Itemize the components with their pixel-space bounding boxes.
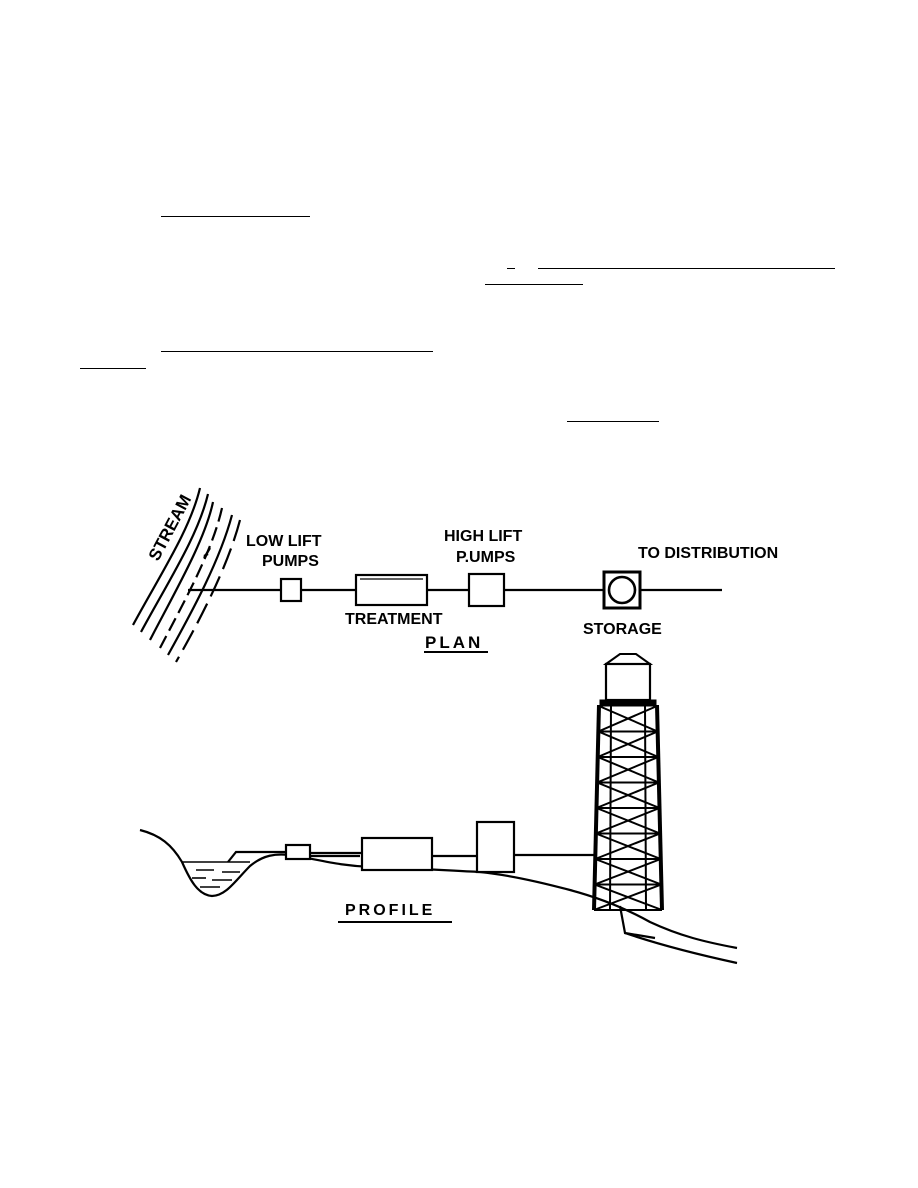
low-lift-pump-icon: [279, 577, 303, 603]
storage-label: STORAGE: [583, 621, 662, 638]
blank-rule-4: [485, 284, 583, 285]
treatment-plant-icon: [354, 573, 429, 607]
treatment-label: TREATMENT: [345, 611, 443, 628]
high-lift-building-icon: [475, 820, 516, 874]
blank-rule-3: [538, 268, 835, 269]
blank-rule-1: [161, 216, 310, 217]
blank-rule-6: [80, 368, 146, 369]
tower-brace: [593, 883, 662, 911]
low-lift-label-2: PUMPS: [262, 553, 319, 570]
plan-title: PLAN: [425, 633, 483, 652]
storage-tank-circle-icon: [607, 575, 637, 605]
stream-water-icon: [182, 861, 250, 888]
tower-brace: [596, 756, 659, 784]
tower-brace: [594, 858, 662, 886]
blank-rule-5: [161, 351, 433, 352]
high-lift-pump-icon: [467, 572, 506, 608]
distribution-label: TO DISTRIBUTION: [638, 545, 778, 562]
tower-brace: [597, 705, 658, 733]
high-lift-label-1: HIGH LIFT: [444, 528, 522, 545]
low-lift-pump-house-icon: [284, 843, 312, 861]
plan-view: [132, 487, 722, 663]
tower-brace: [597, 730, 659, 758]
profile-view: [139, 653, 738, 965]
tower-brace: [594, 832, 661, 860]
blank-rule-7: [567, 421, 659, 422]
low-lift-label-1: LOW LIFT: [246, 533, 322, 550]
tower-bracing: [593, 705, 663, 911]
profile-title: PROFILE: [345, 902, 435, 919]
ground-lower-line: [624, 931, 738, 965]
high-lift-label-2: P.UMPS: [456, 549, 516, 566]
stream-icon: [132, 487, 242, 663]
tower-brace: [596, 781, 660, 809]
tower-brace: [595, 807, 660, 835]
treatment-building-icon: [360, 836, 434, 872]
stream-label: STREAM: [145, 492, 195, 564]
blank-rule-2: [507, 268, 515, 269]
